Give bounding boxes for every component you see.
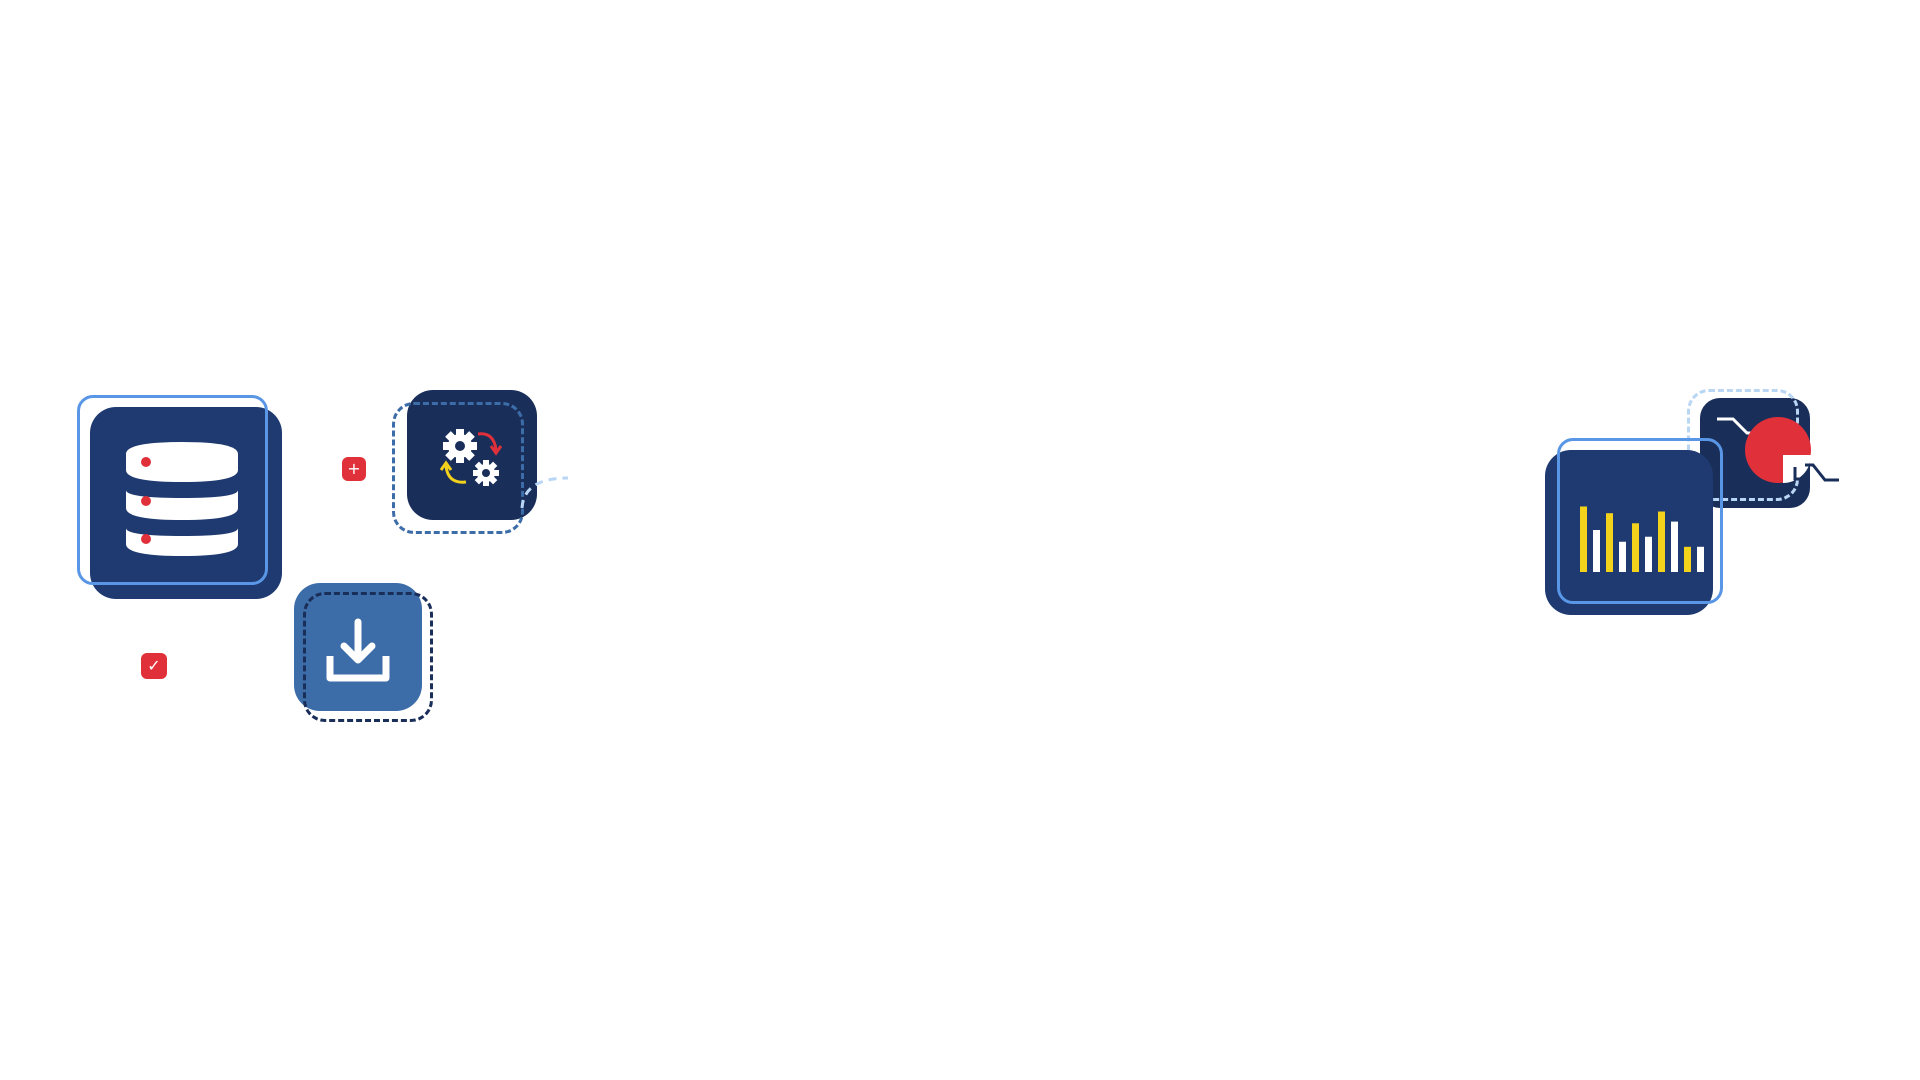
- white-bar: [1645, 536, 1652, 572]
- download-tile-dashed-outline: [303, 592, 433, 722]
- gears-tile-dashed-outline: [392, 402, 524, 534]
- check-symbol: ✓: [147, 656, 161, 675]
- database-tile-outline: [77, 395, 268, 585]
- bar-chart-tile-outline: [1557, 438, 1723, 604]
- white-bar: [1671, 521, 1678, 572]
- check-icon: ✓: [141, 653, 167, 679]
- yellow-bar: [1658, 511, 1665, 572]
- pie-chart-icon: [1717, 417, 1839, 483]
- yellow-bar: [1632, 523, 1639, 572]
- download-tray-icon: [326, 618, 390, 682]
- database-icon: [126, 442, 238, 556]
- white-bar: [1619, 541, 1626, 572]
- plus-icon: +: [342, 457, 366, 481]
- plus-symbol: +: [347, 459, 361, 478]
- yellow-bar: [1684, 546, 1691, 572]
- bar-chart-tile-bg: [1545, 450, 1713, 615]
- bar-chart-icon: [1580, 506, 1704, 572]
- white-bar: [1593, 530, 1600, 572]
- gears-sync-icon: [439, 429, 503, 486]
- connector-dash: [520, 476, 569, 509]
- white-bar: [1697, 546, 1704, 572]
- yellow-bar: [1606, 513, 1613, 572]
- yellow-bar: [1580, 506, 1587, 572]
